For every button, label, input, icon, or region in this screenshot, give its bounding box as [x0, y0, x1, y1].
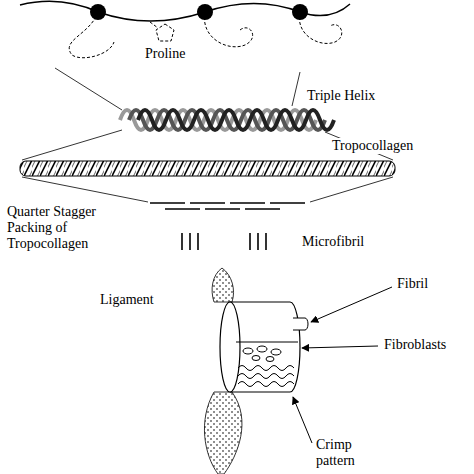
part-label: Proline	[143, 46, 187, 62]
fibroblast	[266, 357, 274, 362]
fibril-end	[293, 318, 308, 330]
zoom-lines	[22, 68, 393, 202]
side-chain	[69, 12, 114, 58]
part-label: Tropocollagen	[330, 138, 415, 154]
zoom-line	[55, 68, 122, 110]
molecule-dash	[190, 202, 225, 204]
fibroblast	[252, 356, 260, 361]
zoom-line	[22, 130, 122, 160]
bar	[265, 233, 267, 250]
stagger-packing	[150, 203, 305, 209]
layer-line	[236, 342, 298, 343]
bar	[249, 233, 251, 250]
zoom-line	[310, 177, 393, 202]
fibroblast	[271, 349, 281, 355]
part-label: Crimp pattern	[314, 437, 378, 469]
residue-dot	[292, 4, 308, 20]
crimp-wave	[238, 382, 294, 387]
zoom-line	[22, 177, 148, 202]
fibroblast-cells	[243, 346, 281, 362]
molecule-dash	[205, 208, 240, 210]
backbone-line	[20, 1, 350, 21]
molecule-dash	[165, 208, 200, 210]
cylinder-end	[220, 302, 240, 392]
leader-arrow	[302, 346, 378, 348]
helix-strand	[138, 110, 334, 130]
microfibril-bars	[182, 233, 266, 250]
part-label: Fibroblasts	[382, 337, 448, 353]
bar	[257, 233, 259, 250]
part-label: Microfibril	[300, 234, 366, 250]
zoom-line	[292, 72, 300, 106]
bar	[189, 233, 191, 250]
bar	[181, 233, 183, 250]
ligament-spindle	[204, 392, 242, 474]
molecule-dash	[270, 202, 305, 204]
ligament-spindle	[212, 268, 233, 302]
crimp-wave	[238, 366, 294, 371]
crimp-wave	[238, 374, 294, 379]
molecule-dash	[230, 202, 265, 204]
triple-helix	[120, 110, 334, 130]
leader-arrows	[293, 287, 392, 443]
fibroblast	[243, 348, 253, 354]
proline-ring	[156, 24, 174, 41]
part-label: Triple Helix	[305, 88, 377, 104]
leader-arrow	[293, 397, 312, 443]
part-label: Fibril	[395, 276, 430, 292]
fibroblast	[257, 346, 267, 352]
tropocollagen-rope	[20, 161, 395, 176]
molecule-dash	[150, 202, 185, 204]
side-chain	[204, 12, 252, 47]
part-label: Ligament	[98, 292, 156, 308]
molecule-dash	[245, 208, 280, 210]
residue-dot	[90, 4, 106, 20]
leader-arrow	[311, 287, 392, 322]
part-label: Quarter Stagger Packing of Tropocollagen	[5, 204, 121, 252]
bar	[197, 233, 199, 250]
ligament-figure	[204, 268, 308, 474]
residue-dot	[197, 4, 213, 20]
crimp-waves	[238, 366, 294, 387]
side-chain	[150, 22, 158, 28]
